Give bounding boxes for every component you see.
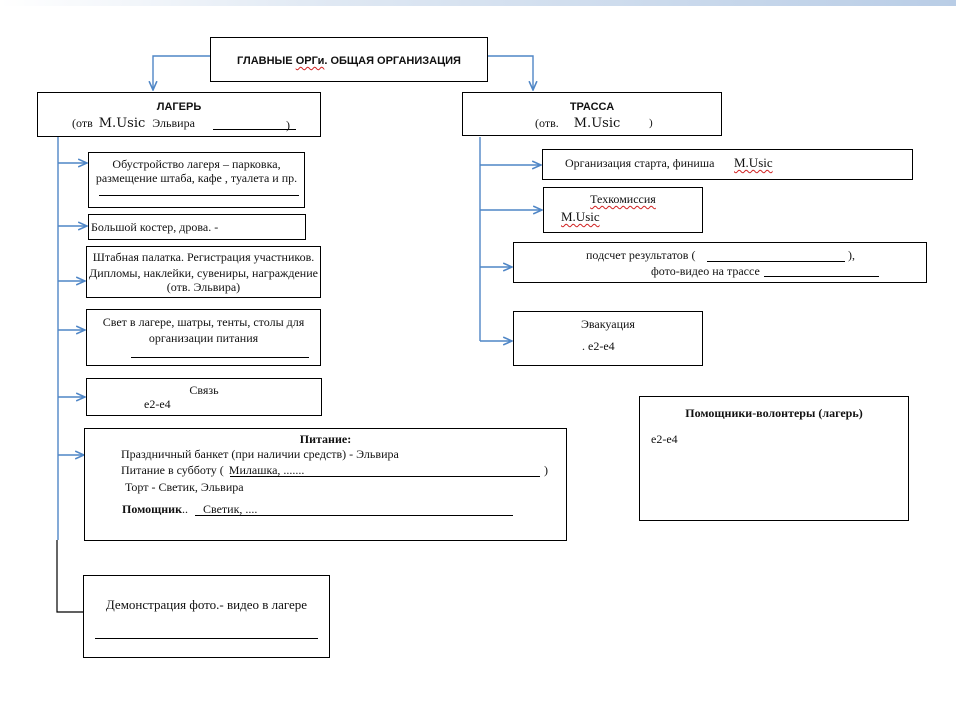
main-title: ГЛАВНЫЕ ОРГи. ОБЩАЯ ОРГАНИЗАЦИЯ	[211, 54, 487, 68]
camp-demo-box: Демонстрация фото.- видео в лагере	[83, 575, 330, 658]
track-resp-name: M.Usic	[573, 116, 621, 131]
main-title-part-1: ГЛАВНЫЕ	[237, 55, 296, 67]
camp-food-helpers-underline	[195, 515, 513, 516]
camp-food-saturday-close: )	[544, 463, 548, 477]
camp-resp-label: (отв	[72, 116, 93, 130]
camp-resp-name-1: M.Usic	[98, 116, 146, 131]
track-results-box: подсчет результатов ( ), фото-видео на т…	[513, 242, 927, 283]
track-start-text: Организация старта, финиша	[565, 156, 715, 170]
main-title-box: ГЛАВНЫЕ ОРГи. ОБЩАЯ ОРГАНИЗАЦИЯ	[210, 37, 488, 82]
camp-food-saturday-label: Питание в субботу (	[121, 463, 224, 477]
camp-food-saturday: Питание в субботу ( Милашка, .......	[121, 463, 304, 477]
volunteers-value: e2-e4	[651, 432, 678, 446]
link-top-to-camp	[153, 55, 210, 90]
track-tech-title-text: Техкомиссия	[590, 192, 656, 206]
track-start-value-text: M.Usic	[734, 155, 773, 170]
camp-setup-box: Обустройство лагеря – парковка, размещен…	[88, 152, 305, 208]
track-results-line-1-close: ),	[848, 248, 855, 262]
main-title-part-2: ОРГи	[295, 55, 325, 67]
camp-light-box: Свет в лагере, шатры, тенты, столы для о…	[86, 309, 321, 366]
camp-comm-box: Связь e2-e4	[86, 378, 322, 416]
camp-setup-line-2: размещение штаба, кафе , туалета и пр.	[95, 171, 298, 185]
camp-demo-underline	[95, 638, 318, 639]
camp-hq-box: Штабная палатка. Регистрация участников.…	[86, 246, 321, 298]
track-tech-box: Техкомиссия M.Usic	[543, 187, 703, 233]
camp-light-line-2: организации питания	[148, 331, 259, 345]
track-start-value: M.Usic	[734, 156, 773, 170]
track-results-line-1: подсчет результатов (	[586, 248, 696, 262]
camp-title: ЛАГЕРЬ	[156, 101, 202, 113]
camp-food-saturday-underline	[230, 476, 540, 477]
track-resp-close: )	[649, 117, 653, 129]
link-camp-demo	[56, 540, 83, 613]
camp-light-underline	[131, 357, 309, 358]
camp-food-cake: Торт - Светик, Эльвира	[125, 480, 244, 494]
camp-comm-title: Связь	[189, 383, 219, 397]
camp-food-helpers-dots: ..	[182, 502, 188, 516]
track-results-underline-2	[764, 276, 879, 277]
track-evac-box: Эвакуация . e2-e4	[513, 311, 703, 366]
camp-setup-underline	[99, 195, 299, 196]
camp-food-helpers-label: Помощник	[122, 502, 182, 516]
camp-comm-value: e2-e4	[144, 397, 171, 411]
track-evac-value: . e2-e4	[582, 339, 615, 353]
camp-resp-underline	[213, 129, 296, 130]
camp-food-helpers-value: Светик, ....	[203, 502, 258, 516]
track-responsible: (отв. M.Usic	[535, 116, 620, 131]
volunteers-box: Помощники-волонтеры (лагерь) e2-e4	[639, 396, 909, 521]
camp-responsible: (отв M.Usic Эльвира	[72, 116, 195, 131]
camp-food-title: Питание:	[299, 432, 352, 446]
top-gradient-bar	[0, 0, 956, 6]
track-tech-value-text: M.Usic	[561, 209, 600, 224]
camp-demo-text: Демонстрация фото.- видео в лагере	[105, 597, 308, 612]
track-tech-title: Техкомиссия	[544, 192, 702, 206]
camp-hq-line-3: (отв. Эльвира)	[166, 280, 241, 294]
track-start-box: Организация старта, финиша M.Usic	[542, 149, 913, 180]
camp-hq-line-1: Штабная палатка. Регистрация участников.	[92, 250, 315, 264]
track-box: ТРАССА (отв. M.Usic )	[462, 92, 722, 136]
track-results-line-2: фото-видео на трассе	[651, 264, 760, 278]
camp-setup-line-1: Обустройство лагеря – парковка,	[112, 157, 281, 171]
track-title: ТРАССА	[569, 101, 615, 113]
camp-bonfire-box: Большой костер, дрова. -	[88, 214, 306, 240]
camp-resp-close: )	[286, 118, 290, 132]
camp-food-saturday-value: Милашка, .......	[228, 463, 305, 477]
volunteers-title: Помощники-волонтеры (лагерь)	[685, 406, 863, 420]
camp-bonfire-text: Большой костер, дрова. -	[91, 220, 219, 234]
link-top-to-track	[488, 55, 533, 90]
main-title-part-3: . ОБЩАЯ ОРГАНИЗАЦИЯ	[324, 55, 461, 67]
camp-light-line-1: Свет в лагере, шатры, тенты, столы для	[102, 315, 305, 329]
track-tech-value: M.Usic	[561, 210, 600, 224]
track-results-underline-1	[707, 261, 845, 262]
camp-food-banquet: Праздничный банкет (при наличии средств)…	[121, 447, 399, 461]
camp-resp-name-2: Эльвира	[152, 116, 195, 130]
track-evac-title: Эвакуация	[581, 317, 635, 331]
camp-box: ЛАГЕРЬ (отв M.Usic Эльвира )	[37, 92, 321, 137]
camp-food-box: Питание: Праздничный банкет (при наличии…	[84, 428, 567, 541]
track-resp-label: (отв.	[535, 116, 559, 130]
camp-food-helpers: Помощник.. Светик, ....	[122, 502, 257, 516]
camp-hq-line-2: Дипломы, наклейки, сувениры, награждение	[89, 266, 318, 280]
